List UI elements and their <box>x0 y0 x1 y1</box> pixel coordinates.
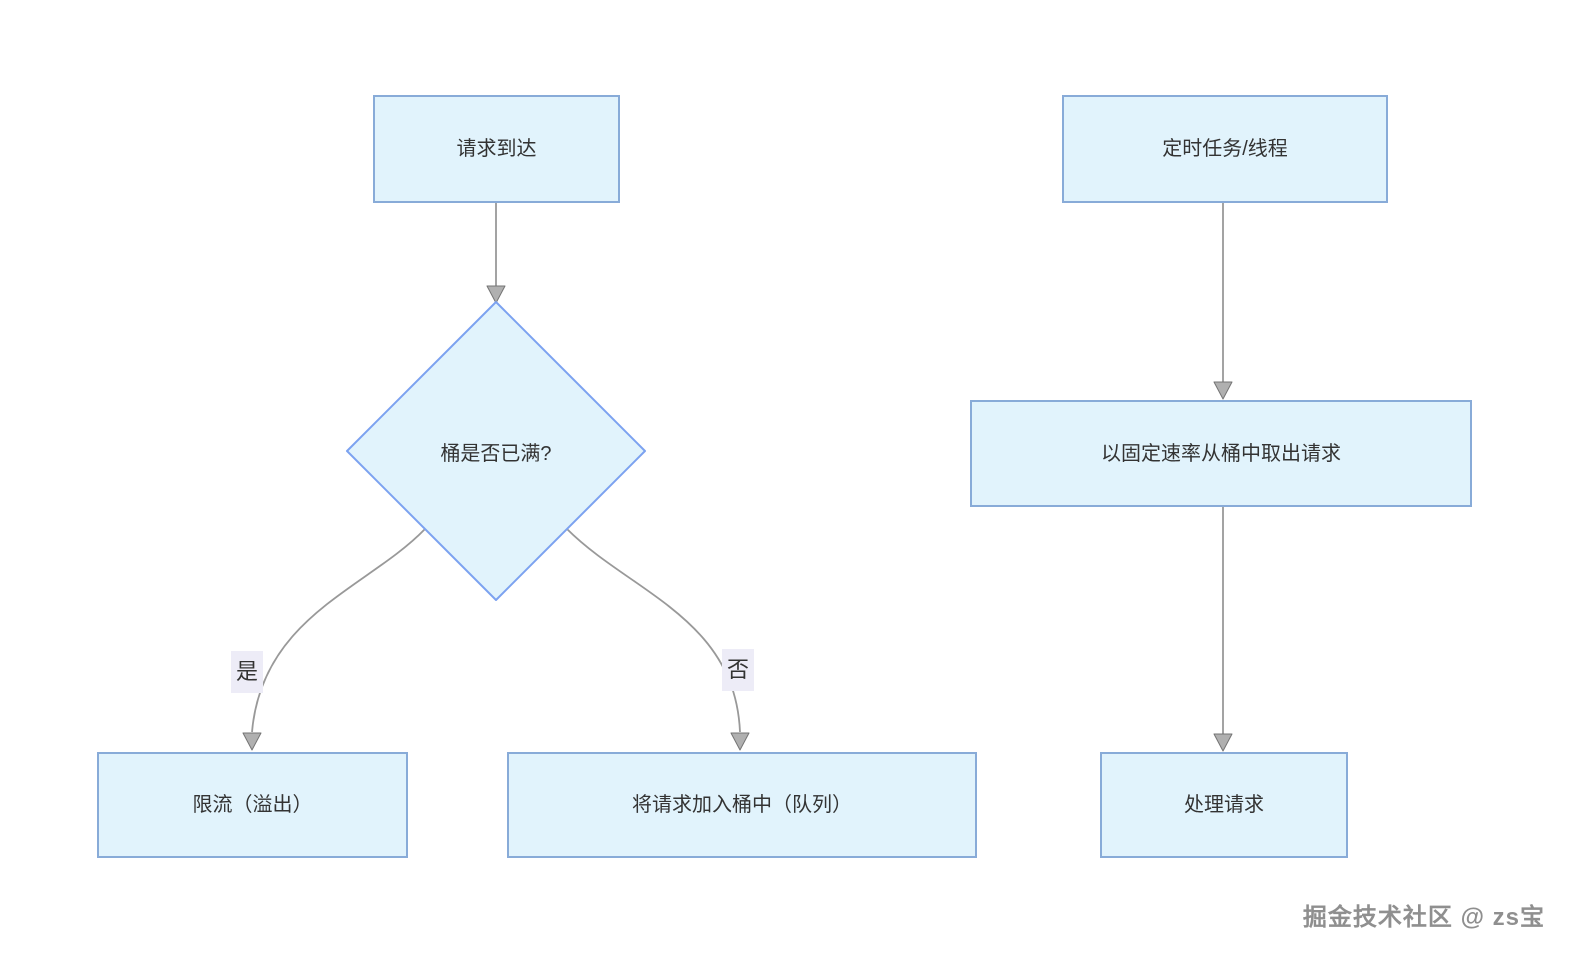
edge-label-yes: 是 <box>230 651 264 693</box>
node-bucket-full-decision: 桶是否已满? <box>371 431 621 471</box>
node-bucket-full-decision-label: 桶是否已满? <box>440 442 552 465</box>
decision-diamond-shape <box>346 301 646 601</box>
watermark-text: 掘金技术社区 @ zs宝 <box>1302 904 1545 931</box>
node-enqueue-bucket: 将请求加入桶中（队列） <box>507 752 977 858</box>
node-request-arrival-label: 请求到达 <box>456 138 537 160</box>
node-dequeue-fixed-rate: 以固定速率从桶中取出请求 <box>970 400 1472 507</box>
edge-decision-yes <box>242 528 426 751</box>
node-throttle-overflow: 限流（溢出） <box>97 752 408 858</box>
edge-timer-to-dequeue <box>1213 203 1233 400</box>
node-timer-thread-label: 定时任务/线程 <box>1162 138 1288 160</box>
node-timer-thread: 定时任务/线程 <box>1062 95 1388 203</box>
node-process-request: 处理请求 <box>1100 752 1348 858</box>
edge-dequeue-to-process <box>1213 507 1233 752</box>
edge-label-no: 否 <box>721 649 755 691</box>
node-throttle-overflow-label: 限流（溢出） <box>192 794 313 816</box>
node-process-request-label: 处理请求 <box>1184 794 1264 816</box>
node-dequeue-fixed-rate-label: 以固定速率从桶中取出请求 <box>1101 442 1341 465</box>
edge-request-to-decision <box>486 203 506 304</box>
edge-decision-no <box>566 528 750 751</box>
node-enqueue-bucket-label: 将请求加入桶中（队列） <box>632 794 852 816</box>
node-request-arrival: 请求到达 <box>373 95 620 203</box>
